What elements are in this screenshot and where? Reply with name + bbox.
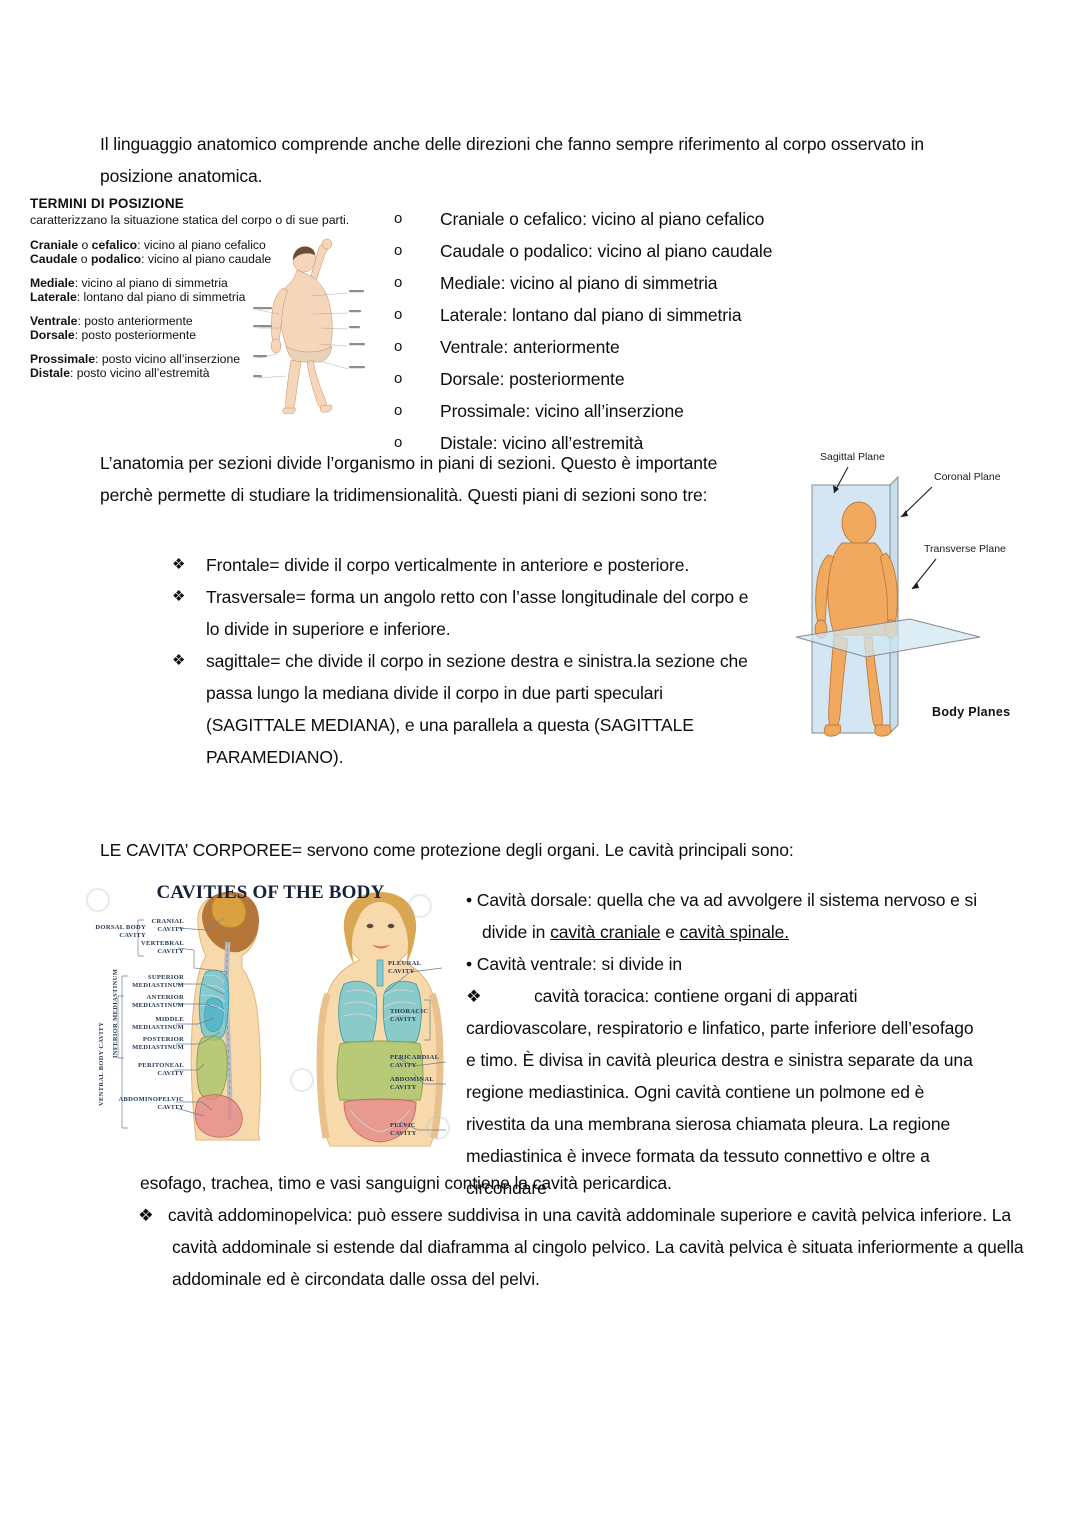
cavity-label-superior-mediastinum: SUPERIOR MEDIASTINUM (132, 974, 184, 989)
figure-terms-row: Laterale: lontano dal piano di simmetria (30, 290, 246, 304)
list-item-label: Prossimale: vicino all’inserzione (440, 401, 684, 421)
bullet-dot-icon: • (466, 890, 477, 910)
list-bullet-circle-icon: o (394, 306, 403, 323)
figure-terms-row: Prossimale: posto vicino all’inserzione (30, 352, 241, 366)
list-item-label: Frontale= divide il corpo verticalmente … (206, 555, 690, 575)
figure-termini-di-posizione: TERMINI DI POSIZIONE caratterizzano la s… (28, 196, 368, 418)
list-bullet-diamond-icon: ❖ (172, 556, 186, 573)
cavities-dorsal-underline-spinale: cavità spinale. (679, 922, 790, 942)
plane-label-transverse: Transverse Plane (924, 543, 1006, 555)
list-bullet-diamond-icon: ❖ (172, 588, 186, 605)
list-item: o Distale: vicino all’estremità (394, 427, 914, 459)
cavity-label-pleural: PLEURAL CAVITY (388, 960, 422, 975)
figure-terms-subtitle: caratterizzano la situazione statica del… (30, 213, 350, 227)
cavities-dorsal-underline-craniale: cavità craniale (550, 922, 661, 942)
cavity-label-cranial: CRANIAL CAVITY (151, 918, 184, 933)
figure-terms-row: Mediale: vicino al piano di simmetria (30, 276, 228, 290)
cavity-label-middle-mediastinum: MIDDLE MEDIASTINUM (132, 1016, 184, 1031)
figure-cavities-title: CAVITIES OF THE BODY (156, 882, 385, 903)
figure-cavities-of-the-body: CAVITIES OF THE BODY (78, 872, 463, 1162)
cavity-label-abdominal: ABDOMINAL CAVITY (390, 1076, 435, 1091)
list-item-label: Distale: vicino all’estremità (440, 433, 644, 453)
list-item-label: Caudale o podalico: vicino al piano caud… (440, 241, 773, 261)
list-bullet-circle-icon: o (394, 210, 403, 227)
cavity-label-inferior-mediastinum-vertical: INFERIOR MEDIASTINUM (112, 968, 119, 1058)
directions-list: o Craniale o cefalico: vicino al piano c… (394, 203, 914, 459)
list-item: o Laterale: lontano dal piano di simmetr… (394, 299, 914, 331)
list-bullet-circle-icon: o (394, 434, 403, 451)
watermark-icon (408, 894, 432, 918)
cavities-toracica-overflow: esofago, trachea, timo e vasi sanguigni … (140, 1173, 672, 1193)
cavity-label-pericardial: PERICARDIAL CAVITY (390, 1054, 440, 1069)
cavities-ventrale-text: Cavità ventrale: si divide in (476, 954, 683, 974)
list-item: ❖ Frontale= divide il corpo verticalment… (172, 549, 752, 581)
list-bullet-circle-icon: o (394, 274, 403, 291)
bullet-diamond-icon: ❖ (466, 986, 534, 1006)
cavities-dorsal-text-mid: e (660, 922, 680, 942)
list-item: o Dorsale: posteriormente (394, 363, 914, 395)
cavities-illustration-icon (117, 891, 447, 1147)
figure-terms-row: Caudale o podalico: vicino al piano caud… (30, 252, 272, 266)
cavity-label-dorsal-body: DORSAL BODY CAVITY (95, 924, 146, 939)
list-item: o Ventrale: anteriormente (394, 331, 914, 363)
cavity-label-posterior-mediastinum: POSTERIOR MEDIASTINUM (132, 1036, 184, 1051)
list-item-label: Mediale: vicino al piano di simmetria (440, 273, 718, 293)
cavities-dorsal-text-pre: Cavità dorsale: quella che va ad avvolge… (476, 890, 977, 942)
figure-body-planes: Sagittal Plane Coronal Plane Transverse … (790, 443, 1040, 761)
watermark-icon (290, 1068, 314, 1092)
cavities-bullet-ventrale: • Cavità ventrale: si divide in (466, 948, 1002, 980)
list-bullet-circle-icon: o (394, 338, 403, 355)
watermark-icon (86, 888, 110, 912)
list-item-label: Dorsale: posteriormente (440, 369, 625, 389)
intro-paragraph: Il linguaggio anatomico comprende anche … (100, 134, 925, 186)
figure-terms-row: Craniale o cefalico: vicino al piano cef… (30, 238, 266, 252)
list-item-label: Laterale: lontano dal piano di simmetria (440, 305, 742, 325)
planes-paragraph: L’anatomia per sezioni divide l’organism… (100, 453, 718, 505)
figure-terms-row: Dorsale: posto posteriormente (30, 328, 196, 342)
cavity-label-pelvic: PELVIC CAVITY (390, 1122, 417, 1137)
list-bullet-circle-icon: o (394, 370, 403, 387)
list-item-label: sagittale= che divide il corpo in sezion… (206, 651, 748, 767)
anatomical-position-figure-icon (253, 238, 365, 414)
bullet-dot-icon: • (466, 954, 477, 974)
cavities-bullet-dorsal: • Cavità dorsale: quella che va ad avvol… (466, 884, 1002, 948)
list-item: o Caudale o podalico: vicino al piano ca… (394, 235, 914, 267)
cavities-heading: LE CAVITA’ CORPOREE= servono come protez… (100, 840, 794, 860)
figure-terms-title: TERMINI DI POSIZIONE (30, 196, 185, 211)
list-item: o Mediale: vicino al piano di simmetria (394, 267, 914, 299)
cavity-label-abdominopelvic: ABDOMINOPELVIC CAVITY (118, 1096, 184, 1111)
list-bullet-circle-icon: o (394, 402, 403, 419)
planes-list: ❖ Frontale= divide il corpo verticalment… (172, 549, 752, 773)
cavity-label-ventral-body-vertical: VENTRAL BODY CAVITY (98, 1021, 105, 1106)
bullet-diamond-icon: ❖ (138, 1205, 168, 1225)
cavities-addominopelvica-text: cavità addominopelvica: può essere suddi… (167, 1205, 1024, 1289)
watermark-icon (426, 1116, 450, 1140)
list-item: o Craniale o cefalico: vicino al piano c… (394, 203, 914, 235)
cavity-label-thoracic: THORACIC CAVITY (390, 1008, 429, 1023)
cavity-label-anterior-mediastinum: ANTERIOR MEDIASTINUM (132, 994, 184, 1009)
list-bullet-circle-icon: o (394, 242, 403, 259)
list-bullet-diamond-icon: ❖ (172, 652, 186, 669)
figure-planes-title: Body Planes (932, 705, 1011, 719)
cavities-toracica-text: cavità toracica: contiene organi di appa… (466, 986, 974, 1198)
list-item: o Prossimale: vicino all’inserzione (394, 395, 914, 427)
cavity-label-peritoneal: PERITONEAL CAVITY (138, 1062, 184, 1077)
cavity-label-vertebral: VERTEBRAL CAVITY (140, 940, 184, 955)
list-item-label: Craniale o cefalico: vicino al piano cef… (440, 209, 765, 229)
plane-label-coronal: Coronal Plane (934, 471, 1001, 483)
list-item: ❖ Trasversale= forma un angolo retto con… (172, 581, 752, 645)
list-item-label: Ventrale: anteriormente (440, 337, 620, 357)
cavities-addominopelvica-paragraph: ❖ cavità addominopelvica: può essere sud… (138, 1199, 1024, 1295)
body-planes-illustration-icon (795, 466, 981, 737)
cavities-toracica-paragraph: ❖ cavità toracica: contiene organi di ap… (466, 980, 986, 1204)
list-item: ❖ sagittale= che divide il corpo in sezi… (172, 645, 752, 773)
figure-terms-row: Distale: posto vicino all’estremità (30, 366, 210, 380)
plane-label-sagittal: Sagittal Plane (820, 451, 885, 463)
list-item-label: Trasversale= forma un angolo retto con l… (206, 587, 749, 639)
figure-terms-row: Ventrale: posto anteriormente (30, 314, 193, 328)
